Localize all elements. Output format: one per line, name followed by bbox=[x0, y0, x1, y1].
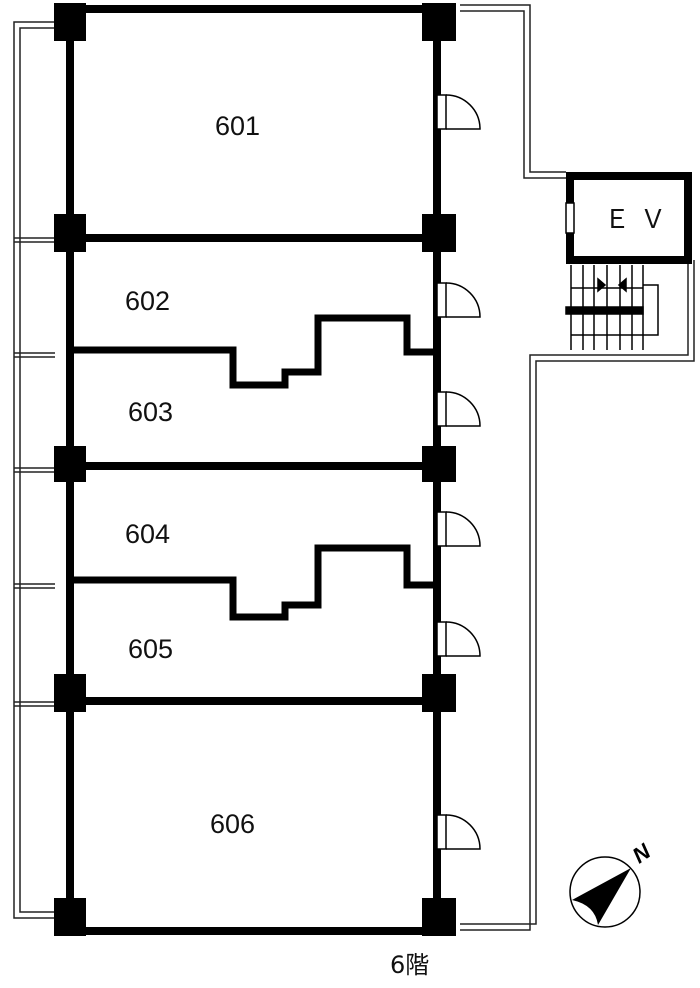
unit-603-label: 603 bbox=[128, 397, 173, 427]
compass-north-label: N bbox=[628, 838, 656, 868]
entrance-door-5 bbox=[436, 621, 481, 657]
columns bbox=[54, 3, 456, 936]
balcony bbox=[13, 21, 55, 919]
entrance-door-1 bbox=[436, 94, 481, 130]
elevator-label: ＥＶ bbox=[604, 204, 676, 234]
doors bbox=[436, 94, 481, 850]
elevator: ＥＶ bbox=[565, 172, 692, 264]
entrance-door-6 bbox=[436, 814, 481, 850]
entrance-door-2 bbox=[436, 282, 481, 318]
unit-604-label: 604 bbox=[125, 519, 170, 549]
main-walls bbox=[66, 5, 441, 935]
entrance-door-4 bbox=[436, 511, 481, 547]
unit-601-label: 601 bbox=[215, 111, 260, 141]
entrance-door-3 bbox=[436, 391, 481, 427]
unit-606-label: 606 bbox=[210, 809, 255, 839]
unit-602-label: 602 bbox=[125, 286, 170, 316]
north-compass-icon: N bbox=[569, 838, 656, 928]
stairs bbox=[565, 265, 659, 350]
corridor bbox=[460, 4, 695, 931]
unit-605-label: 605 bbox=[128, 634, 173, 664]
partition-walls bbox=[74, 314, 437, 621]
floor-label: 6階 bbox=[390, 951, 429, 979]
